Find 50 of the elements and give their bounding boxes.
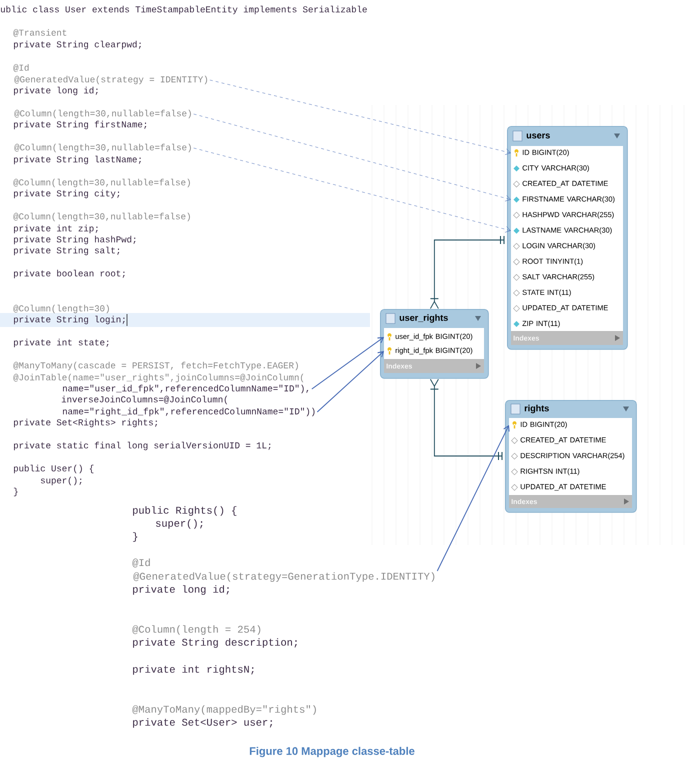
code-line: private String lastName; xyxy=(14,156,141,164)
code-line: @GeneratedValue(strategy=GenerationType.IDENTITY) xyxy=(133,572,434,582)
code-line: ublic class User extends TimeStampableEntity implements Serializable xyxy=(1,6,367,14)
code-line: @Column(length=30,nullable=false) xyxy=(14,144,191,152)
code-line: private String hashPwd; xyxy=(14,236,136,244)
code-line: private int state; xyxy=(14,338,108,348)
code-line: private String description; xyxy=(133,638,297,648)
code-line: private boolean root; xyxy=(14,270,125,278)
code-line: @Column(length=30,nullable=false) xyxy=(14,110,191,118)
code-line: @GeneratedValue(strategy = IDENTITY) xyxy=(14,76,208,84)
arrow xyxy=(210,80,511,155)
arrow xyxy=(311,337,384,390)
code-line: } xyxy=(133,532,138,542)
arrow xyxy=(316,351,384,412)
code-line: @ManyToMany(mappedBy="rights") xyxy=(132,705,316,715)
code-line: inverseJoinColumns=@JoinColumn( xyxy=(62,396,228,404)
code-line: private long id; xyxy=(14,86,98,96)
arrow xyxy=(193,148,511,232)
code-line: private String clearpwd; xyxy=(14,40,141,50)
code-line: public User() { xyxy=(14,464,94,474)
code-line: public Rights() { xyxy=(133,506,236,516)
code-line: private int zip; xyxy=(14,224,98,234)
code-line: @Id xyxy=(132,558,150,568)
arrow xyxy=(436,425,510,572)
code-line: private long id; xyxy=(133,585,229,595)
code-line: private Set<User> user; xyxy=(133,718,272,728)
arrow xyxy=(430,378,502,460)
code-line: @ManyToMany(cascade = PERSIST, fetch=FetchType.EAGER) xyxy=(13,362,298,370)
code-line: private String firstName; xyxy=(14,120,146,130)
code-line: @Id xyxy=(13,64,29,72)
code-line: } xyxy=(14,488,18,496)
code-line: @Transient xyxy=(13,29,66,37)
code-line: private String salt; xyxy=(14,246,120,256)
code-line: private String login; xyxy=(14,316,125,324)
code-line: @Column(length=30,nullable=false) xyxy=(13,212,190,222)
code-line: private Set<Rights> rights; xyxy=(14,418,158,428)
code-line: super(); xyxy=(156,519,202,529)
arrow xyxy=(430,236,504,309)
code-line: private static final long serialVersionUID = 1L; xyxy=(14,442,270,450)
code-line: private String city; xyxy=(14,190,120,198)
code-line: name="right_id_fpk",referencedColumnName="ID")) xyxy=(62,408,314,416)
arrow xyxy=(193,114,511,202)
code-line: private int rightsN; xyxy=(133,665,254,675)
code-line: super(); xyxy=(40,476,82,486)
code-line: @Column(length=30,nullable=false) xyxy=(13,178,190,188)
code-line: @Column(length=30) xyxy=(13,304,109,314)
code-line: name="user_id_fpk",referencedColumnName="ID"), xyxy=(62,384,308,394)
figure-caption: Figure 10 Mappage classe-table xyxy=(250,746,414,758)
code-line: @JoinTable(name="user_rights",joinColumns=@JoinColumn( xyxy=(13,374,304,382)
code-line: @Column(length = 254) xyxy=(132,625,260,635)
